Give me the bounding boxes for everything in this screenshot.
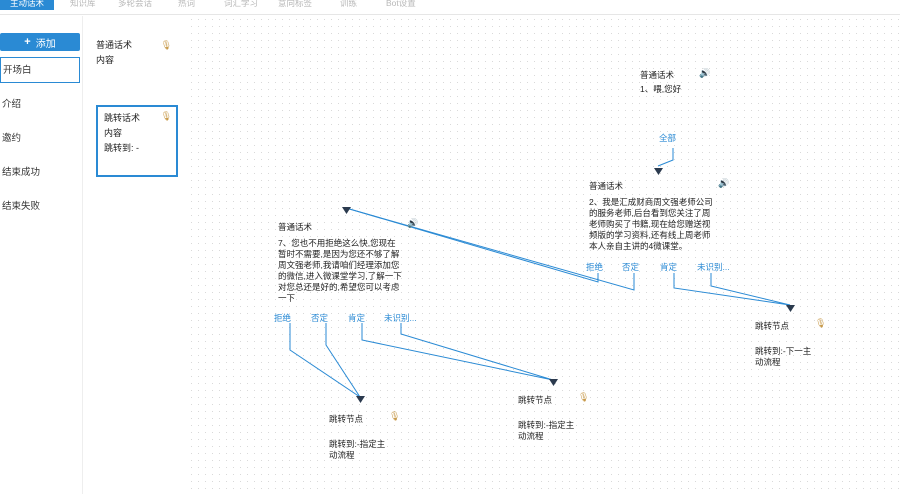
node-text: 2、我是汇成财商周文强老师公司 的服务老师,后台看到您关注了周 老师购买了书籍,… — [589, 197, 734, 252]
option-unrecognized[interactable]: 未识别... — [384, 313, 417, 323]
flow-sidebar: + 添加 开场白 介绍 邀约 结束成功 结束失败 — [0, 16, 83, 494]
flow-node-1[interactable]: 普通话术 1、喂,您好 — [640, 68, 750, 95]
card-title: 跳转话术 — [104, 113, 141, 123]
option-negative[interactable]: 否定 — [311, 313, 329, 323]
node-title: 普通话术 — [278, 222, 313, 232]
tab-bot-settings[interactable]: Bot设置 — [386, 0, 416, 8]
node-text-line: 一下 — [278, 293, 296, 303]
node-text: 跳转到:-指定主 动流程 — [329, 439, 414, 461]
tab-multi-turn[interactable]: 多轮会话 — [118, 0, 153, 8]
node-palette: 普通话术 内容 🎙 跳转话术 内容 跳转到: - 🎙 — [84, 16, 188, 494]
node-text-line: 7、您也不用拒绝这么快,您现在 — [278, 238, 396, 248]
node-text-line: 周文强老师,我请咱们经理添加您 — [278, 260, 400, 270]
microphone-icon: 🎙 — [160, 40, 172, 50]
node-text-line: 暂时不需要,是因为您还不够了解 — [278, 249, 400, 259]
card-line: 内容 — [104, 128, 123, 138]
card-line: 跳转到: - — [104, 143, 139, 153]
node-text-line: 动流程 — [518, 431, 544, 441]
node-title: 跳转节点 — [518, 395, 553, 405]
tab-vocab-learning[interactable]: 词汇学习 — [224, 0, 259, 8]
node-text-line: 2、我是汇成财商周文强老师公司 — [589, 197, 713, 207]
node-title: 普通话术 — [589, 181, 624, 191]
microphone-icon: 🎙 — [815, 318, 827, 328]
sidebar-item-intro[interactable]: 介绍 — [2, 99, 22, 110]
option-positive[interactable]: 肯定 — [348, 313, 366, 323]
sidebar-item-end-fail[interactable]: 结束失败 — [2, 201, 41, 212]
node-text-line: 动流程 — [329, 450, 355, 460]
node-text-line: 本人亲自主讲的4微课堂。 — [589, 241, 688, 251]
node-text-line: 跳转到:-指定主 — [329, 439, 386, 449]
jump-node-specified-flow-b[interactable]: 跳转节点 跳转到:-指定主 动流程 — [518, 393, 603, 442]
add-button[interactable]: + 添加 — [0, 33, 80, 51]
plus-icon: + — [24, 36, 31, 48]
node-text-line: 频版的学习资料,还有线上周老师 — [589, 230, 711, 240]
option-unrecognized[interactable]: 未识别... — [697, 262, 730, 272]
palette-normal-script[interactable]: 普通话术 内容 🎙 — [96, 38, 178, 68]
sidebar-item-invite[interactable]: 邀约 — [2, 133, 22, 144]
jump-node-next-flow[interactable]: 跳转节点 跳转到:-下一主 动流程 — [755, 319, 840, 368]
palette-jump-script[interactable]: 跳转话术 内容 跳转到: - 🎙 — [96, 105, 178, 177]
tab-hot-words[interactable]: 热词 — [178, 0, 196, 8]
node-text-line: 跳转到:-指定主 — [518, 420, 575, 430]
jump-node-specified-flow-a[interactable]: 跳转节点 跳转到:-指定主 动流程 — [329, 412, 414, 461]
node-text-line: 对您总还是好的,希望您可以考虑 — [278, 282, 400, 292]
node-text-line: 的微信,进入微课堂学习,了解一下 — [278, 271, 402, 281]
top-tab-bar: 主动话术 知识库 多轮会话 热词 词汇学习 意向标签 训练 Bot设置 — [0, 0, 900, 15]
node-text: 1、喂,您好 — [640, 84, 682, 94]
card-line: 内容 — [96, 55, 115, 65]
card-title: 普通话术 — [96, 40, 133, 50]
sidebar-item-opening[interactable]: 开场白 — [0, 57, 80, 83]
node-text: 跳转到:-指定主 动流程 — [518, 420, 603, 442]
option-reject[interactable]: 拒绝 — [274, 313, 292, 323]
tab-training[interactable]: 训练 — [340, 0, 358, 8]
speaker-icon[interactable]: 🔊 — [407, 218, 419, 228]
flow-node-7[interactable]: 普通话术 7、您也不用拒绝这么快,您现在 暂时不需要,是因为您还不够了解 周文强… — [278, 220, 423, 304]
node-text-line: 老师购买了书籍,现在给您赠送视 — [589, 219, 711, 229]
add-label: 添加 — [35, 38, 56, 50]
node-title: 跳转节点 — [755, 321, 790, 331]
speaker-icon[interactable]: 🔊 — [699, 68, 711, 78]
tab-intent-tags[interactable]: 意向标签 — [278, 0, 313, 8]
all-branch-link[interactable]: 全部 — [659, 133, 677, 143]
microphone-icon: 🎙 — [160, 111, 172, 121]
node-title: 跳转节点 — [329, 414, 364, 424]
node-text: 7、您也不用拒绝这么快,您现在 暂时不需要,是因为您还不够了解 周文强老师,我请… — [278, 238, 423, 304]
option-positive[interactable]: 肯定 — [660, 262, 678, 272]
option-negative[interactable]: 否定 — [622, 262, 640, 272]
tab-active-script[interactable]: 主动话术 — [0, 0, 55, 10]
option-reject[interactable]: 拒绝 — [586, 262, 604, 272]
node-text: 跳转到:-下一主 动流程 — [755, 346, 840, 368]
microphone-icon: 🎙 — [389, 411, 401, 421]
microphone-icon: 🎙 — [578, 392, 590, 402]
speaker-icon[interactable]: 🔊 — [718, 178, 730, 188]
tab-knowledge-base[interactable]: 知识库 — [70, 0, 96, 8]
node-title: 普通话术 — [640, 70, 675, 80]
node-text-line: 跳转到:-下一主 — [755, 346, 812, 356]
node-text-line: 动流程 — [755, 357, 781, 367]
node-text-line: 的服务老师,后台看到您关注了周 — [589, 208, 711, 218]
flow-node-2[interactable]: 普通话术 2、我是汇成财商周文强老师公司 的服务老师,后台看到您关注了周 老师购… — [589, 179, 734, 252]
sidebar-item-end-success[interactable]: 结束成功 — [2, 167, 41, 178]
